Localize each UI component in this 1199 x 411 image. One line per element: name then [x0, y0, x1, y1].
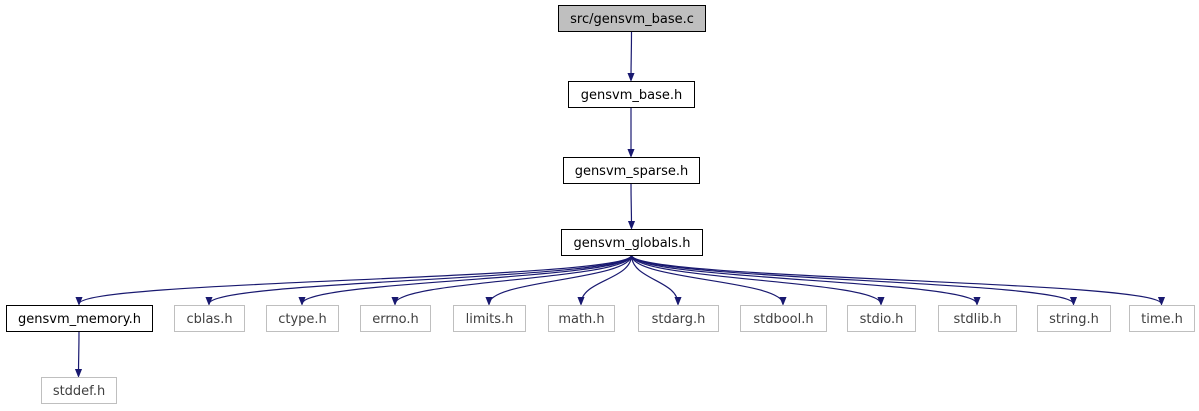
edge-globals-to-memory: [79, 254, 633, 304]
node-label: stdlib.h: [954, 312, 1002, 327]
node-stdlib[interactable]: stdlib.h: [938, 305, 1017, 332]
node-box: [847, 305, 916, 332]
node-errno[interactable]: errno.h: [360, 305, 431, 332]
node-label: stddef.h: [53, 384, 105, 399]
node-box: [174, 305, 245, 332]
node-cblas[interactable]: cblas.h: [174, 305, 245, 332]
node-box: [638, 305, 719, 332]
node-label: string.h: [1049, 312, 1099, 327]
node-box: [568, 81, 695, 108]
node-label: time.h: [1141, 312, 1183, 327]
node-box: [558, 5, 706, 32]
node-time[interactable]: time.h: [1129, 305, 1195, 332]
node-label: gensvm_globals.h: [574, 236, 691, 251]
node-box: [41, 377, 117, 404]
node-box: [561, 229, 703, 256]
node-stdarg[interactable]: stdarg.h: [638, 305, 719, 332]
edge-globals-to-string: [630, 254, 1074, 304]
node-sparse[interactable]: gensvm_sparse.h: [563, 157, 700, 184]
node-label: src/gensvm_base.c: [570, 12, 694, 27]
node-label: gensvm_base.h: [581, 88, 682, 103]
node-box: [563, 157, 700, 184]
edge-globals-to-cblas: [209, 254, 633, 304]
edge-globals-to-limits: [489, 254, 633, 304]
node-stddef[interactable]: stddef.h: [41, 377, 117, 404]
node-globals[interactable]: gensvm_globals.h: [561, 229, 703, 256]
node-box: [938, 305, 1017, 332]
edge-memory-to-stddef: [79, 330, 80, 376]
node-box: [548, 305, 615, 332]
node-stdbool[interactable]: stdbool.h: [740, 305, 827, 332]
node-box: [453, 305, 526, 332]
edge-globals-to-stdio: [630, 254, 882, 304]
node-box: [740, 305, 827, 332]
node-box: [360, 305, 431, 332]
node-label: limits.h: [466, 312, 514, 327]
node-stdio[interactable]: stdio.h: [847, 305, 916, 332]
edge-root-to-base: [631, 30, 632, 80]
edge-sparse-to-globals: [631, 182, 632, 228]
edge-globals-to-math: [581, 254, 633, 304]
edge-globals-to-ctype: [302, 254, 633, 304]
node-label: stdbool.h: [753, 312, 813, 327]
node-limits[interactable]: limits.h: [453, 305, 526, 332]
node-label: errno.h: [372, 312, 419, 327]
edge-globals-to-stdarg: [630, 254, 679, 304]
node-label: stdarg.h: [652, 312, 706, 327]
node-memory[interactable]: gensvm_memory.h: [6, 305, 153, 332]
node-label: gensvm_sparse.h: [575, 164, 689, 179]
node-string[interactable]: string.h: [1037, 305, 1111, 332]
edge-globals-to-stdlib: [630, 254, 978, 304]
node-box: [266, 305, 339, 332]
node-label: gensvm_memory.h: [18, 312, 141, 327]
edge-globals-to-errno: [395, 254, 633, 304]
node-box: [6, 305, 153, 332]
nodes-layer: src/gensvm_base.c gensvm_base.h gensvm_spa…: [6, 5, 1195, 404]
node-base[interactable]: gensvm_base.h: [568, 81, 695, 108]
node-ctype[interactable]: ctype.h: [266, 305, 339, 332]
node-label: stdio.h: [860, 312, 904, 327]
edge-globals-to-time: [630, 254, 1162, 304]
edges-layer: [79, 30, 1162, 376]
node-label: math.h: [558, 312, 604, 327]
node-box: [1037, 305, 1111, 332]
node-math[interactable]: math.h: [548, 305, 615, 332]
edge-globals-to-stdbool: [630, 254, 784, 304]
node-root[interactable]: src/gensvm_base.c: [558, 5, 706, 32]
node-box: [1129, 305, 1195, 332]
node-label: ctype.h: [278, 312, 327, 327]
node-label: cblas.h: [186, 312, 232, 327]
